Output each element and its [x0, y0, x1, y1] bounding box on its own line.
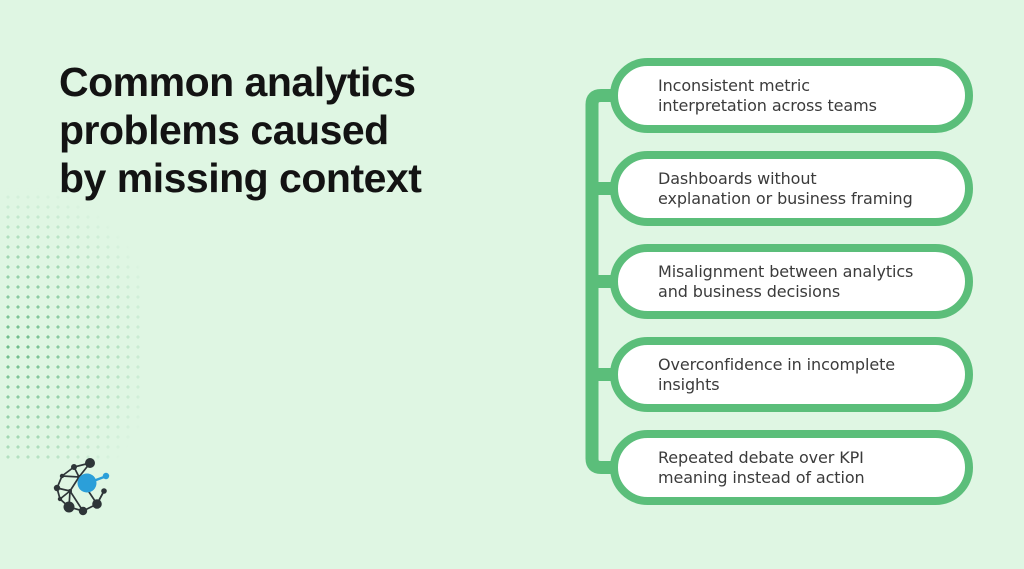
problem-item-1: Inconsistent metric interpretation acros…: [610, 58, 973, 133]
problem-item-5: Repeated debate over KPI meaning instead…: [610, 430, 973, 505]
problem-item-3: Misalignment between analytics and busin…: [610, 244, 973, 319]
network-graph-logo-icon: [53, 458, 110, 516]
logo-blue-node: [77, 473, 97, 493]
problem-item-label: Overconfidence in incomplete insights: [658, 355, 895, 394]
halftone-dots-decoration: [0, 188, 142, 460]
problem-item-label: Inconsistent metric interpretation acros…: [658, 76, 877, 115]
problem-item-4: Overconfidence in incomplete insights: [610, 337, 973, 412]
problem-item-2: Dashboards without explanation or busine…: [610, 151, 973, 226]
problem-list: Inconsistent metric interpretation acros…: [610, 58, 973, 523]
page-title: Common analytics problems caused by miss…: [59, 59, 422, 201]
problem-item-label: Misalignment between analytics and busin…: [658, 262, 914, 301]
problem-item-label: Dashboards without explanation or busine…: [658, 169, 913, 208]
problem-item-label: Repeated debate over KPI meaning instead…: [658, 448, 865, 487]
